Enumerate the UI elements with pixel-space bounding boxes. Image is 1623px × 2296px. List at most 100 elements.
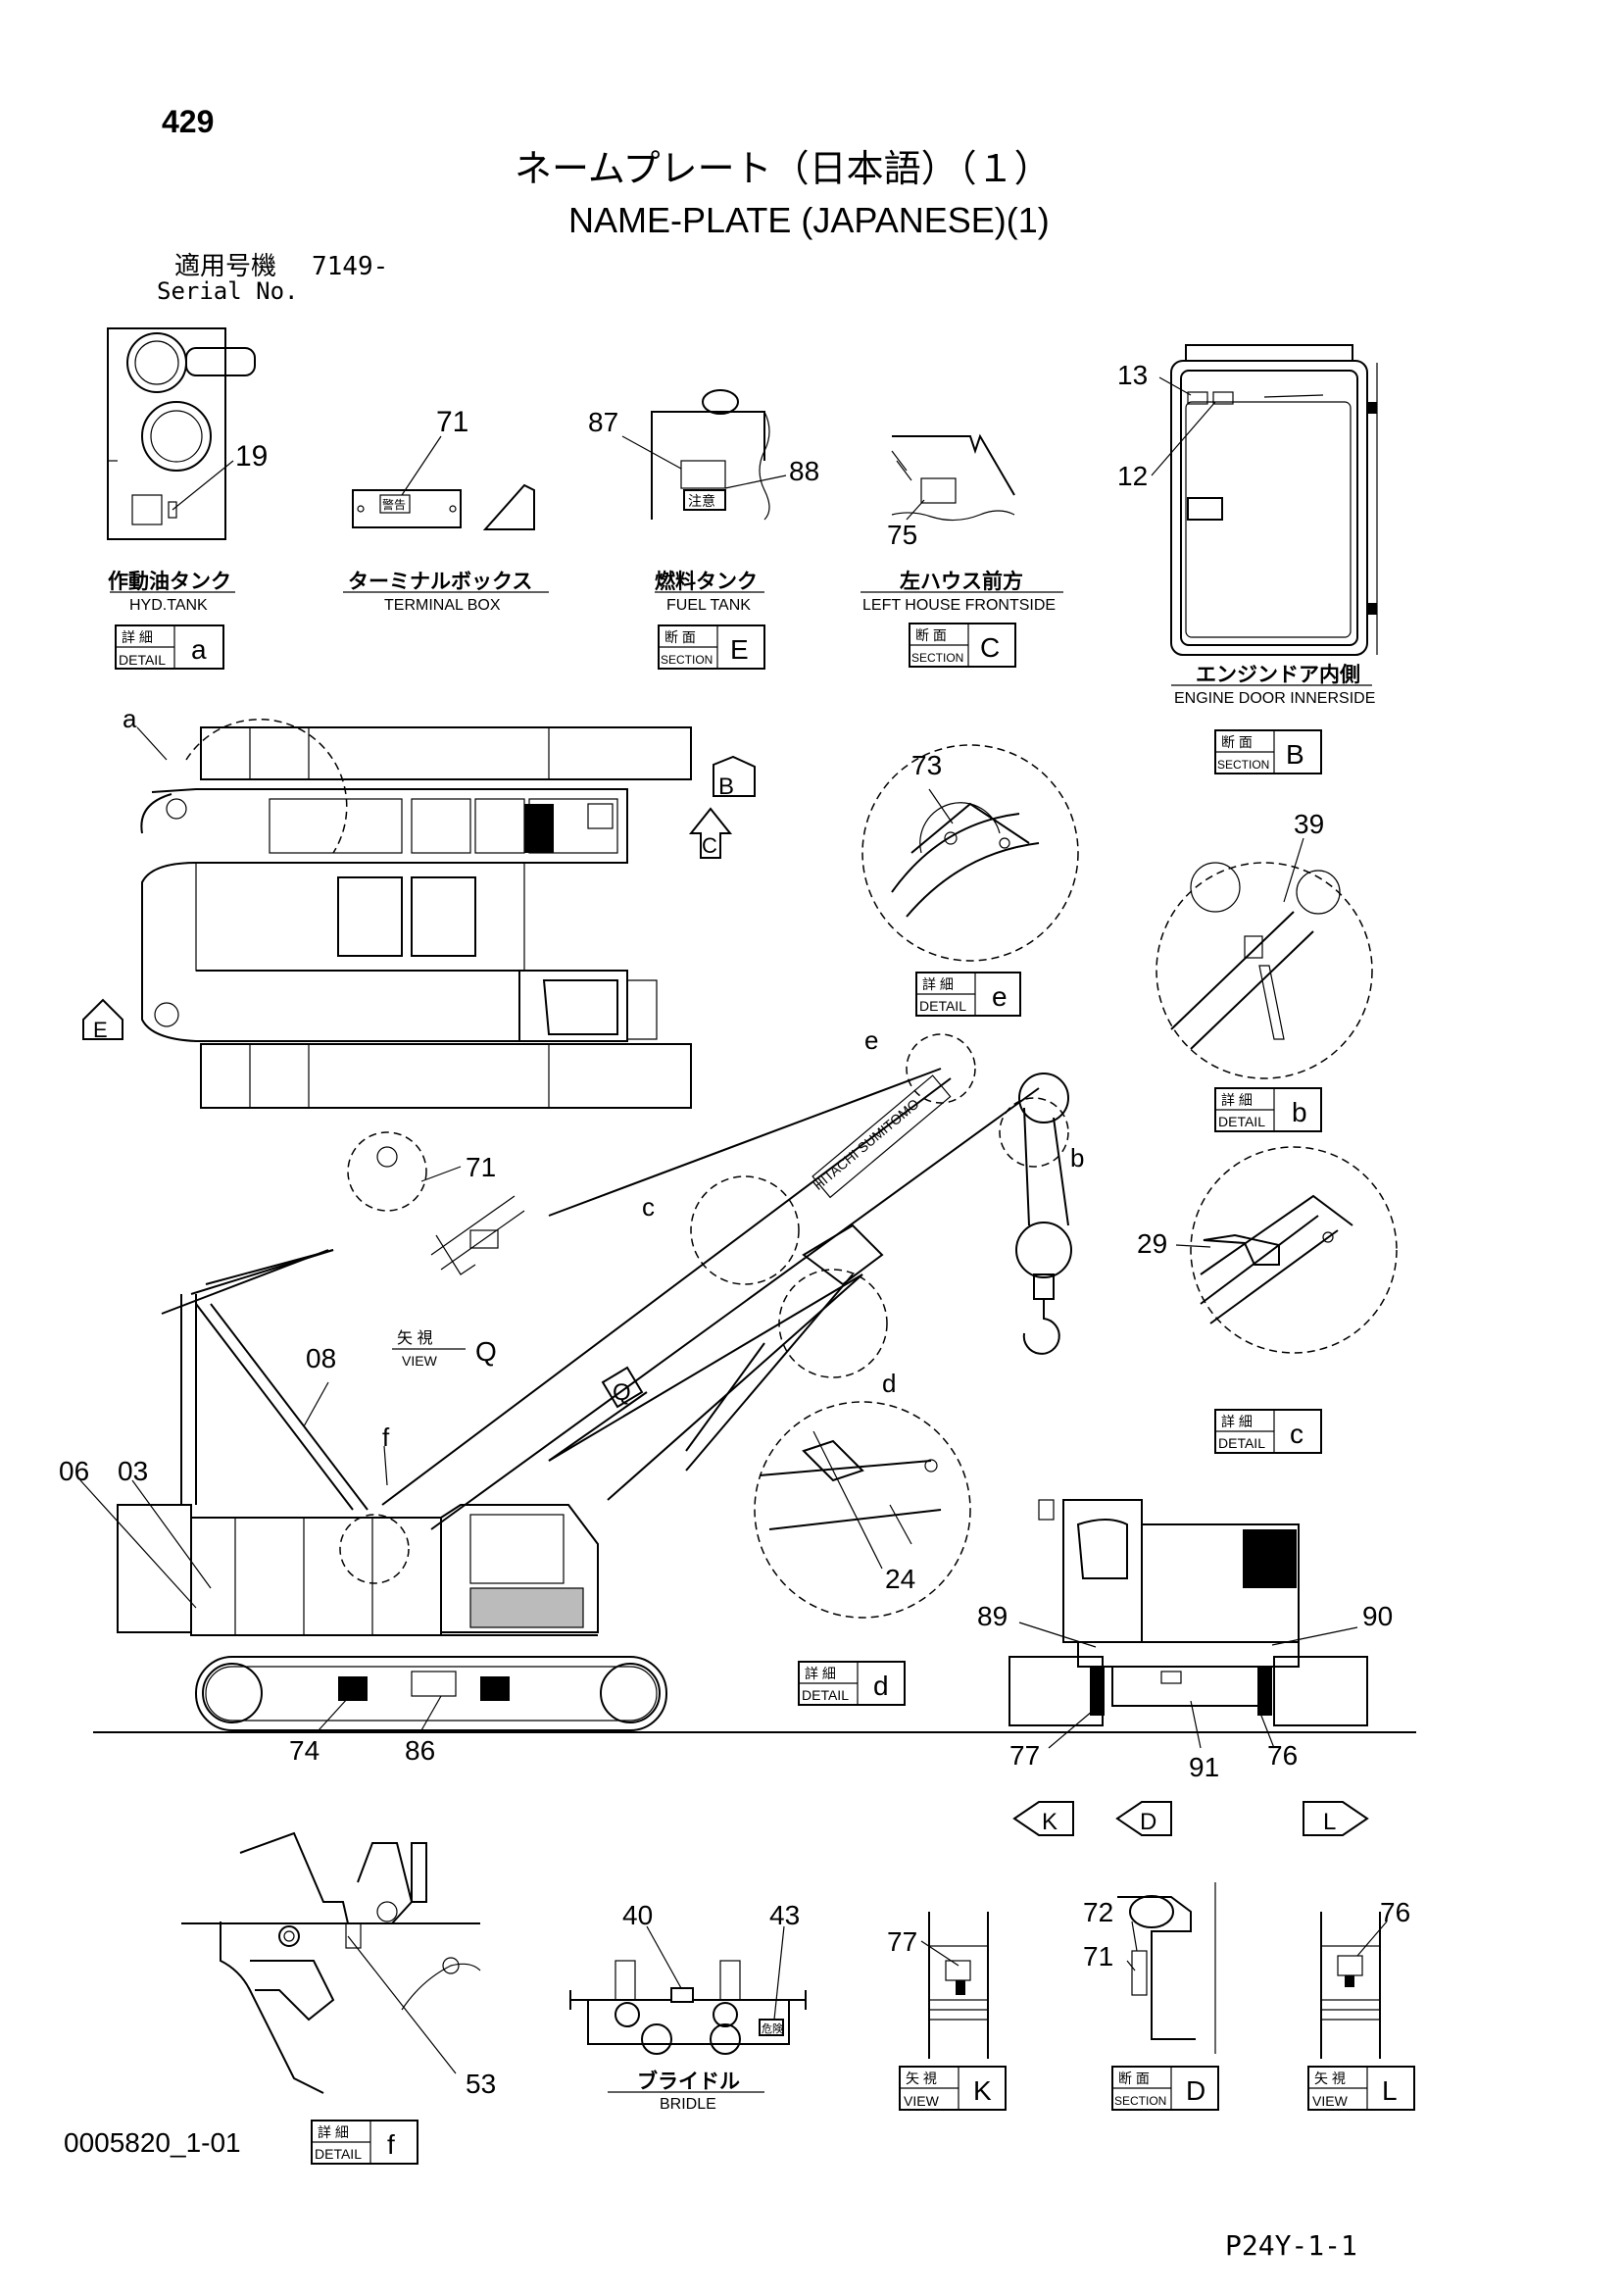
- detail-f-drawing: [181, 1831, 481, 2094]
- svg-text:SECTION: SECTION: [661, 653, 713, 667]
- fuel-caption-en: FUEL TANK: [666, 597, 751, 614]
- detail-marker-e: e: [864, 1025, 878, 1055]
- svg-text:詳 細: 詳 細: [1221, 1414, 1253, 1429]
- tag-detail-e: 詳 細 DETAIL e: [915, 972, 1021, 1017]
- detail-marker-b: b: [1070, 1143, 1084, 1173]
- callout-29: 29: [1137, 1228, 1167, 1259]
- view-marker-k: K: [1012, 1801, 1074, 1836]
- callout-19: 19: [235, 440, 268, 473]
- callout-74: 74: [289, 1735, 320, 1766]
- svg-text:詳 細: 詳 細: [318, 2124, 349, 2140]
- svg-text:警告: 警告: [382, 497, 406, 512]
- callout-43: 43: [769, 1900, 800, 1930]
- view-marker-e: E: [82, 998, 123, 1042]
- engine-door-caption-jp: エンジンドア内側: [1196, 663, 1360, 686]
- svg-text:E: E: [730, 634, 749, 665]
- callout-71: 71: [436, 406, 468, 438]
- svg-text:b: b: [1292, 1097, 1307, 1127]
- view-k-drawing: [920, 1912, 989, 2059]
- callout-87: 87: [588, 407, 618, 437]
- tag-detail-b: 詳 細 DETAIL b: [1214, 1087, 1322, 1132]
- terminal-caption-jp: ターミナルボックス: [348, 571, 532, 593]
- callout-03: 03: [118, 1456, 148, 1486]
- bridle-caption-en: BRIDLE: [660, 2096, 716, 2113]
- callout-72: 72: [1083, 1897, 1113, 1927]
- view-marker-l: L: [1303, 1801, 1369, 1836]
- svg-text:f: f: [387, 2129, 395, 2160]
- svg-text:SECTION: SECTION: [911, 651, 963, 665]
- callout-77: 77: [1009, 1740, 1040, 1771]
- detail-c-drawing: [1175, 1146, 1398, 1354]
- svg-text:DETAIL: DETAIL: [919, 998, 966, 1014]
- tag-section-c: 断 面 SECTION C: [909, 623, 1016, 668]
- svg-text:DETAIL: DETAIL: [1218, 1435, 1265, 1451]
- svg-text:a: a: [191, 634, 207, 665]
- svg-text:VIEW: VIEW: [904, 2093, 940, 2109]
- callout-12: 12: [1117, 461, 1148, 491]
- callout-76-view-l: 76: [1380, 1897, 1410, 1927]
- svg-text:K: K: [973, 2075, 992, 2106]
- left-house-drawing: [891, 433, 1015, 522]
- callout-71-view-q: 71: [466, 1152, 496, 1182]
- document-code: 0005820_1-01: [64, 2127, 241, 2158]
- tag-detail-d: 詳 細 DETAIL d: [798, 1661, 906, 1706]
- svg-text:VIEW: VIEW: [402, 1353, 438, 1369]
- detail-marker-c: c: [642, 1192, 655, 1222]
- callout-86: 86: [405, 1735, 435, 1766]
- svg-text:詳 細: 詳 細: [805, 1666, 836, 1681]
- callout-76: 76: [1267, 1740, 1298, 1771]
- svg-text:Q: Q: [475, 1336, 497, 1367]
- boom-lettering: HITACHI SUMITOMO: [811, 1095, 922, 1192]
- svg-text:L: L: [1323, 1809, 1336, 1835]
- crane-side-view: HITACHI SUMITOMO: [79, 1033, 1416, 1733]
- svg-text:B: B: [718, 774, 734, 800]
- tag-view-l: 矢 視 VIEW L: [1307, 2066, 1415, 2111]
- left-house-caption-jp: 左ハウス前方: [900, 570, 1023, 593]
- detail-d-drawing: [754, 1401, 971, 1619]
- svg-text:E: E: [93, 1018, 108, 1042]
- title-japanese: ネームプレート（日本語）（１）: [515, 149, 1052, 190]
- svg-text:c: c: [1290, 1419, 1303, 1449]
- svg-text:断 面: 断 面: [1118, 2071, 1150, 2086]
- callout-39: 39: [1294, 809, 1324, 839]
- svg-text:断 面: 断 面: [1221, 734, 1253, 750]
- engine-door-caption-en: ENGINE DOOR INNERSIDE: [1174, 690, 1375, 707]
- serial-label-en: Serial No.: [157, 277, 299, 305]
- fuel-tank-drawing: 注意: [621, 389, 787, 521]
- svg-text:矢 視: 矢 視: [1314, 2071, 1346, 2086]
- hyd-tank-caption-jp: 作動油タンク: [108, 570, 231, 593]
- view-l-drawing: [1320, 1912, 1388, 2059]
- svg-text:L: L: [1382, 2075, 1398, 2106]
- svg-text:DETAIL: DETAIL: [1218, 1114, 1265, 1129]
- bridle-drawing: 危険: [569, 1925, 807, 2055]
- callout-91: 91: [1189, 1752, 1219, 1782]
- callout-06: 06: [59, 1456, 89, 1486]
- section-d-drawing: [1117, 1882, 1216, 2054]
- detail-e-drawing: [861, 744, 1079, 962]
- detail-marker-a: a: [123, 704, 137, 733]
- callout-88: 88: [789, 456, 819, 486]
- callout-89: 89: [977, 1601, 1008, 1631]
- view-marker-b: B: [713, 755, 756, 800]
- view-marker-d: D: [1115, 1801, 1172, 1836]
- tag-detail-c: 詳 細 DETAIL c: [1214, 1409, 1322, 1454]
- svg-text:d: d: [873, 1671, 889, 1701]
- svg-text:SECTION: SECTION: [1217, 758, 1269, 772]
- svg-text:危険: 危険: [762, 2022, 783, 2035]
- svg-text:D: D: [1140, 1809, 1156, 1835]
- serial-value: 7149-: [312, 252, 388, 281]
- callout-73: 73: [911, 750, 942, 780]
- svg-text:C: C: [702, 833, 717, 858]
- detail-b-drawing: [1156, 837, 1373, 1079]
- left-house-caption-en: LEFT HOUSE FRONTSIDE: [862, 597, 1056, 614]
- terminal-box-drawing: 警告: [352, 435, 535, 530]
- svg-text:詳 細: 詳 細: [1221, 1092, 1253, 1108]
- detail-marker-f: f: [382, 1423, 390, 1452]
- view-q-drawing: [347, 1131, 525, 1275]
- view-marker-c: C: [688, 807, 733, 859]
- svg-text:DETAIL: DETAIL: [119, 652, 166, 668]
- tag-detail-f: 詳 細 DETAIL f: [311, 2120, 418, 2165]
- callout-13: 13: [1117, 360, 1148, 390]
- svg-text:VIEW: VIEW: [1312, 2093, 1349, 2109]
